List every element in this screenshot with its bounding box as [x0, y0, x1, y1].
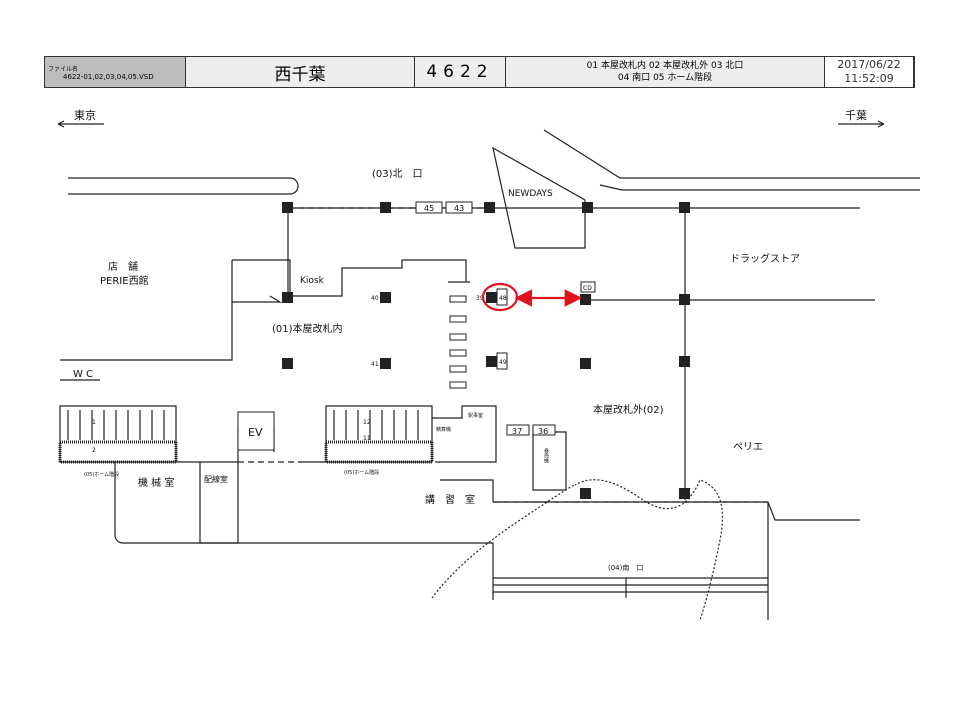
- file-cell: ファイル名 4622-01,02,03,04,05.VSD: [45, 57, 186, 87]
- direction-right: 千葉: [838, 108, 885, 128]
- title-block: ファイル名 4622-01,02,03,04,05.VSD 西千葉 4622 0…: [44, 56, 915, 88]
- machine-49-label: 49: [499, 359, 507, 366]
- lecture-room-label: 講 習 室: [425, 493, 475, 506]
- stair-num-12: 12: [363, 419, 371, 426]
- timestamp: 2017/06/22 11:52:09: [825, 57, 914, 87]
- locker-36-label: 36: [538, 427, 548, 436]
- north-exit-label: (03)北 口: [372, 168, 423, 180]
- station-code: 4622: [426, 62, 494, 82]
- shop-label: 店 舗: [108, 260, 138, 273]
- file-label: ファイル名: [48, 65, 79, 73]
- machine-49: [496, 352, 508, 370]
- svg-text:東京: 東京: [74, 108, 96, 122]
- perie-west-label: PERIE西館: [100, 274, 149, 287]
- cd-box: [580, 281, 596, 293]
- locker-43-label: 43: [454, 204, 464, 213]
- stair-num-11: 11: [363, 435, 371, 442]
- locker-43: [445, 201, 473, 214]
- svg-text:千葉: 千葉: [845, 108, 867, 122]
- ev-box: [237, 411, 275, 451]
- machine-40-label: 40: [371, 295, 379, 302]
- outside-gate-label: 本屋改札外(02): [593, 403, 664, 416]
- locker-45: [415, 201, 443, 214]
- machine-41-label: 41: [371, 361, 379, 368]
- exit-legend-line2: 04 南口 05 ホーム階段: [617, 73, 713, 83]
- station-name: 西千葉: [274, 64, 326, 85]
- south-exit-label: (04)南 口: [608, 563, 643, 572]
- machine-room-label: 機 械 室: [138, 476, 174, 489]
- machine-48: [496, 288, 508, 306]
- machine-48-label: 48: [499, 295, 507, 302]
- kiosk-label: Kiosk: [300, 276, 325, 286]
- cd-label: CD: [583, 285, 592, 292]
- time: 11:52:09: [844, 72, 894, 85]
- fare-adjust-label: 精算機: [436, 426, 451, 433]
- newdays-label: NEWDAYS: [508, 189, 553, 199]
- exit-legend-line1: 01 本屋改札内 02 本屋改札外 03 北口: [586, 61, 744, 71]
- drugstore-label: ドラッグストア: [730, 252, 800, 265]
- stairs-label-1: (05)ホーム階段: [84, 471, 119, 478]
- direction-left: 東京: [57, 108, 104, 128]
- stair-num-1: 1: [92, 419, 96, 426]
- ev-label: EV: [248, 426, 263, 439]
- file-name: 4622-01,02,03,04,05.VSD: [63, 72, 154, 81]
- wiring-room-label: 配線室: [204, 474, 228, 484]
- locker-37: [506, 424, 530, 436]
- date: 2017/06/22: [837, 58, 901, 71]
- pillars: [282, 202, 690, 499]
- stairs-label-2: (05)ホーム階段: [344, 469, 379, 476]
- wc-label: W C: [73, 369, 93, 380]
- office-label: 駅事室: [468, 412, 483, 419]
- ticket-machine-label: 券売機: [543, 447, 549, 464]
- exit-legend: 01 本屋改札内 02 本屋改札外 03 北口 04 南口 05 ホーム階段: [506, 57, 825, 87]
- machine-39-label: 39: [476, 295, 484, 302]
- perie-label: ペリエ: [733, 442, 763, 453]
- locker-36: [532, 424, 556, 436]
- stair-num-2: 2: [92, 447, 96, 454]
- locker-37-label: 37: [512, 427, 522, 436]
- locker-45-label: 45: [424, 204, 434, 213]
- inside-gate-label: (01)本屋改札内: [272, 322, 343, 335]
